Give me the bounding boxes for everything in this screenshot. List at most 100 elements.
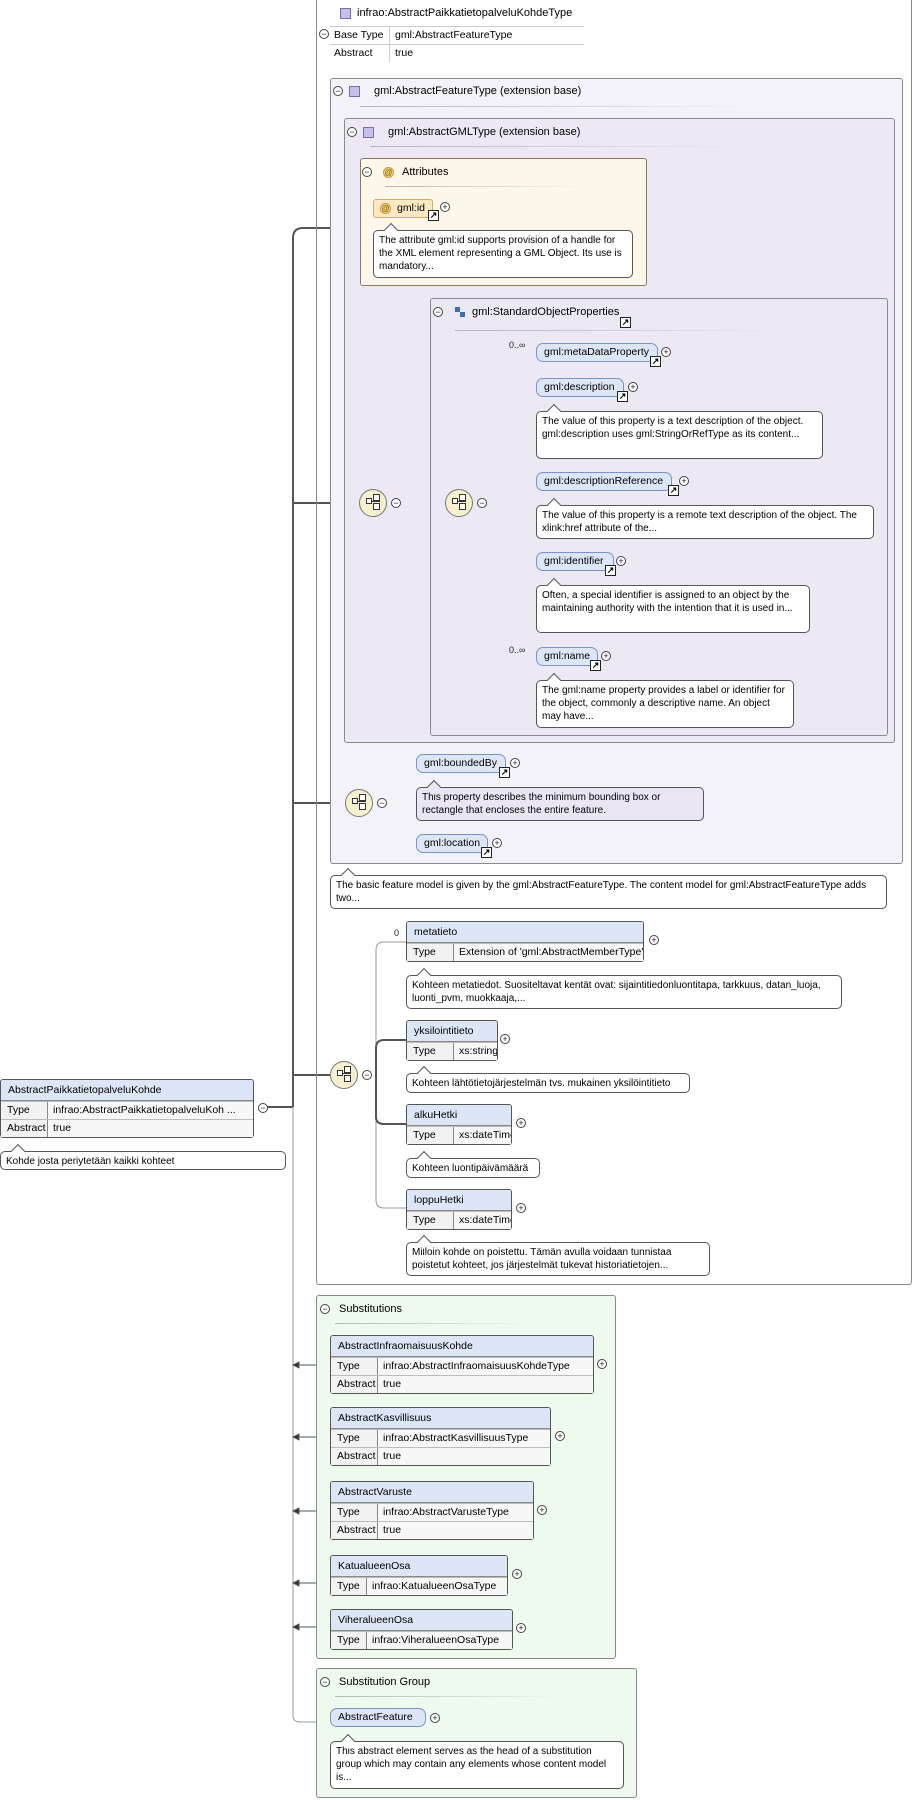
collapse-attributes-toggle[interactable]: − — [362, 167, 372, 177]
expand-substitution-button[interactable]: + — [516, 1623, 526, 1633]
expand-substitution-button[interactable]: + — [555, 1431, 565, 1441]
abstract-key: Abstract — [331, 1376, 378, 1393]
type-key: Type — [331, 1504, 378, 1521]
complex-type-icon — [349, 85, 360, 97]
gml-description-reference[interactable]: gml:descriptionReference — [536, 472, 672, 491]
reference-icon[interactable]: ↗ — [499, 767, 510, 778]
type-key: Type — [331, 1358, 378, 1375]
alkuhetki-doc: Kohteen luontipäivämäärä — [406, 1158, 540, 1178]
collapse-substitutions-toggle[interactable]: − — [320, 1304, 330, 1314]
element-name: metatieto — [407, 922, 643, 943]
expand-identifier-button[interactable]: + — [616, 556, 626, 566]
attributes-title: Attributes — [402, 166, 449, 178]
type-key: Type — [331, 1430, 378, 1447]
gml-name[interactable]: gml:name — [536, 647, 598, 666]
gml-identifier[interactable]: gml:identifier — [536, 552, 614, 571]
complex-type-properties: Base Type gml:AbstractFeatureType Abstra… — [330, 26, 584, 62]
abstract-key: Abstract — [1, 1120, 48, 1137]
expand-bounded-by-button[interactable]: + — [510, 758, 520, 768]
feature-type-header: − gml:AbstractFeatureType (extension bas… — [333, 85, 581, 97]
metatieto-doc: Kohteen metatiedot. Suositeltavat kentät… — [406, 975, 842, 1009]
expand-substitution-button[interactable]: + — [597, 1359, 607, 1369]
type-value: xs:dateTime — [454, 1127, 511, 1144]
substitutions-title: Substitutions — [339, 1303, 402, 1315]
type-value: Extension of 'gml:AbstractMemberType' — [454, 944, 643, 961]
type-key: Type — [1, 1102, 48, 1119]
collapse-sequence-toggle[interactable]: − — [362, 1070, 372, 1080]
expand-abstract-feature-button[interactable]: + — [430, 1713, 440, 1723]
collapse-gml-type-toggle[interactable]: − — [347, 127, 357, 137]
header-divider — [370, 146, 750, 147]
abstract-value: true — [48, 1120, 253, 1137]
expand-metatieto-button[interactable]: + — [649, 935, 659, 945]
expand-location-button[interactable]: + — [492, 838, 502, 848]
substitutions-header: − Substitutions — [320, 1303, 402, 1315]
collapse-sequence-toggle[interactable]: − — [477, 498, 487, 508]
expand-yksilointitieto-button[interactable]: + — [500, 1034, 510, 1044]
type-key: Type — [407, 1127, 454, 1144]
abstract-feature-element[interactable]: AbstractFeature — [330, 1708, 426, 1727]
complex-type-icon — [340, 7, 351, 19]
complex-type-icon — [363, 126, 374, 138]
expand-loppuhetki-button[interactable]: + — [516, 1203, 526, 1213]
expand-substitution-button[interactable]: + — [537, 1505, 547, 1515]
group-icon — [455, 306, 466, 318]
abstract-feature-doc: This abstract element serves as the head… — [330, 1741, 624, 1789]
type-key: Type — [407, 1212, 454, 1229]
header-divider — [335, 1696, 565, 1697]
reference-icon[interactable]: ↗ — [617, 391, 628, 402]
reference-icon[interactable]: ↗ — [590, 660, 601, 671]
reference-icon[interactable]: ↗ — [668, 485, 679, 496]
standard-object-properties-header: − gml:StandardObjectProperties — [433, 306, 619, 318]
expand-name-button[interactable]: + — [601, 651, 611, 661]
expand-description-reference-button[interactable]: + — [679, 476, 689, 486]
collapse-standard-properties-toggle[interactable]: − — [433, 307, 443, 317]
collapse-feature-type-toggle[interactable]: − — [333, 86, 343, 96]
metatieto-occurs: 0 — [394, 928, 400, 938]
reference-icon[interactable]: ↗ — [428, 210, 439, 221]
reference-icon[interactable]: ↗ — [620, 317, 631, 328]
collapse-sequence-toggle[interactable]: − — [377, 798, 387, 808]
expand-metadata-button[interactable]: + — [661, 347, 671, 357]
type-value: infrao:AbstractVarusteType — [378, 1504, 533, 1521]
collapse-substitution-group-toggle[interactable]: − — [320, 1677, 330, 1687]
expand-gml-id-button[interactable]: + — [440, 202, 450, 212]
base-type-value: gml:AbstractFeatureType — [395, 29, 513, 41]
collapse-sequence-toggle[interactable]: − — [391, 498, 401, 508]
expand-alkuhetki-button[interactable]: + — [516, 1118, 526, 1128]
expand-description-button[interactable]: + — [628, 382, 638, 392]
reference-icon[interactable]: ↗ — [481, 847, 492, 858]
gml-bounded-by[interactable]: gml:boundedBy — [416, 754, 506, 773]
loppuhetki-doc: Milloin kohde on poistettu. Tämän avulla… — [406, 1242, 710, 1276]
reference-icon[interactable]: ↗ — [605, 565, 616, 576]
base-type-row: Base Type gml:AbstractFeatureType — [330, 26, 584, 44]
collapse-root-toggle[interactable]: − — [319, 29, 329, 39]
description-reference-doc: The value of this property is a remote t… — [536, 505, 874, 539]
element-name: yksilointitieto — [407, 1021, 497, 1042]
reference-icon[interactable]: ↗ — [650, 356, 661, 367]
collapse-main-element-toggle[interactable]: − — [258, 1103, 268, 1113]
type-value: xs:dateTime — [454, 1212, 511, 1229]
expand-substitution-button[interactable]: + — [512, 1569, 522, 1579]
gml-id-attribute[interactable]: @ gml:id — [373, 199, 433, 218]
attribute-icon: @ — [383, 166, 394, 178]
standard-object-properties-title: gml:StandardObjectProperties — [472, 306, 620, 318]
gml-location[interactable]: gml:location — [416, 834, 488, 853]
gml-description[interactable]: gml:description — [536, 378, 624, 397]
gml-metadata-property[interactable]: gml:metaDataProperty — [536, 343, 658, 362]
